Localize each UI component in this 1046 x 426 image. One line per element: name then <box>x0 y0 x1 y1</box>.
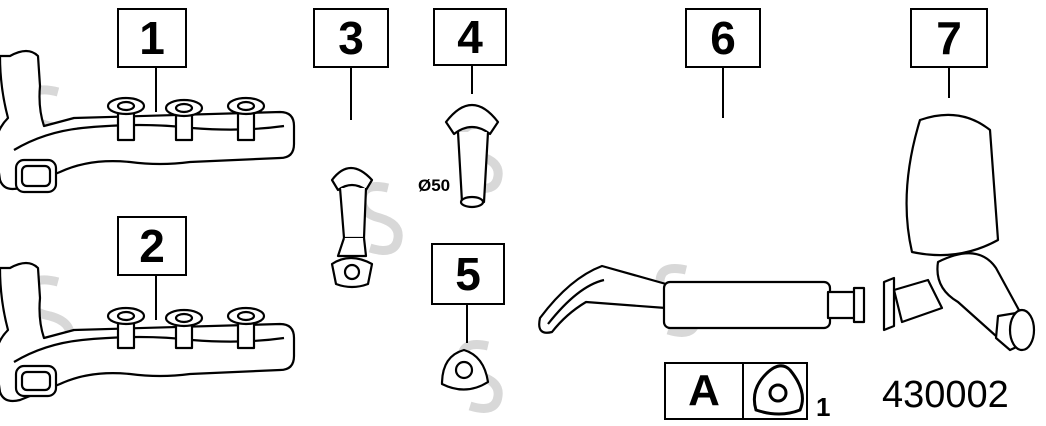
callout-7: 7 <box>910 8 988 68</box>
diagram-number: 430002 <box>882 374 1009 416</box>
legend-letter: A <box>666 364 744 418</box>
legend-gasket-quantity: 1 <box>816 392 831 422</box>
part-6-front-pipe <box>538 264 866 334</box>
callout-6: 6 <box>685 8 761 68</box>
part-5-gasket <box>440 348 490 391</box>
callout-4: 4 <box>433 8 507 66</box>
legend-gasket-cell <box>744 364 806 418</box>
part-1-exhaust-manifold <box>0 49 296 194</box>
part-7-rear-muffler <box>882 113 1036 352</box>
legend-key-box: A <box>664 362 808 420</box>
part-2-exhaust-manifold <box>0 261 296 403</box>
leader-line-5 <box>466 303 468 343</box>
part-4-pipe <box>444 104 500 209</box>
leader-line-4 <box>471 64 473 94</box>
pipe-diameter-label: Ø50 <box>418 176 451 195</box>
part-3-flanged-pipe <box>330 166 374 289</box>
callout-2: 2 <box>117 216 187 276</box>
leader-line-7 <box>948 66 950 98</box>
leader-line-3 <box>350 66 352 120</box>
callout-5: 5 <box>431 243 505 305</box>
callout-1: 1 <box>117 8 187 68</box>
leader-line-2 <box>155 274 157 320</box>
callout-3: 3 <box>313 8 389 68</box>
leader-line-6 <box>722 66 724 118</box>
leader-line-1 <box>155 66 157 112</box>
legend-gasket-icon <box>752 364 804 416</box>
